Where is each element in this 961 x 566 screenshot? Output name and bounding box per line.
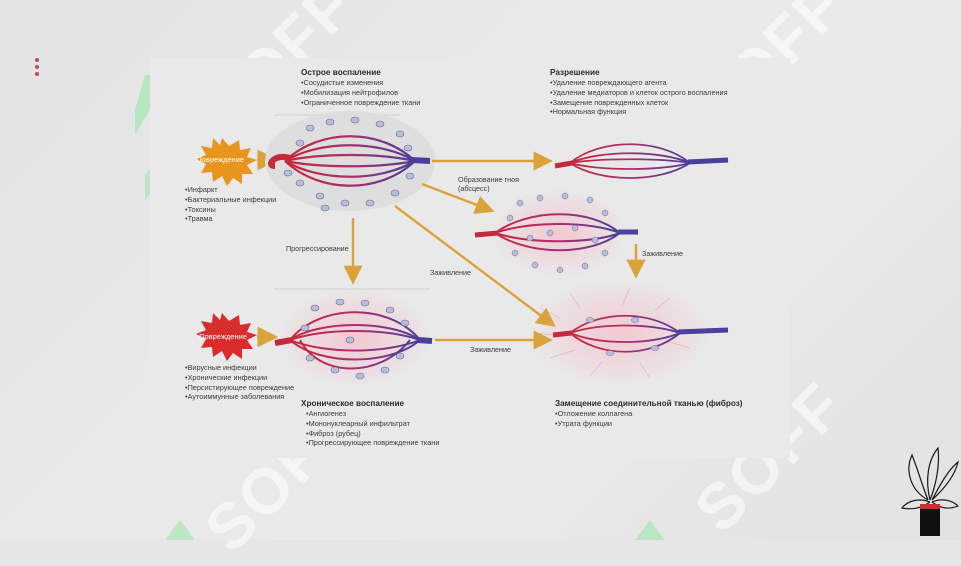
- list-item: Бактериальные инфекции: [185, 195, 277, 205]
- injury-causes-bottom-list: Вирусные инфекции Хронические инфекции П…: [185, 363, 295, 402]
- injury-burst-top-label: Повреждение: [196, 155, 244, 164]
- list-item: Отложение коллагена: [555, 409, 633, 419]
- abscess-label: Образование гноя (абсцесс): [458, 175, 520, 193]
- list-item: Фиброз (рубец): [306, 429, 439, 439]
- acute-inflammation-list: Сосудистые изменения Мобилизация нейтроф…: [301, 78, 421, 108]
- list-item: Персистирующее повреждение: [185, 383, 295, 393]
- healing-right-label: Заживление: [642, 249, 683, 258]
- list-item: Удаление повреждающего агента: [550, 78, 728, 88]
- chronic-inflammation-title: Хроническое воспаление: [301, 399, 405, 408]
- list-item: Прогрессирующее повреждение ткани: [306, 438, 440, 448]
- list-item: Удаление медиаторов и клеток острого вос…: [550, 88, 728, 98]
- slide: SOFF SOFF SOFF SOFF Острое воспаление Со…: [0, 0, 961, 540]
- resolution-list: Удаление повреждающего агента Удаление м…: [550, 78, 728, 117]
- watermark-shape: [635, 520, 665, 540]
- list-item: Хронические инфекции: [185, 373, 294, 383]
- list-item: Ограниченное повреждение ткани: [301, 98, 421, 108]
- list-item: Ангиогенез: [306, 409, 439, 419]
- fibrosis-illustration: [525, 278, 729, 388]
- list-item: Травма: [185, 214, 276, 224]
- arrow-acute-to-fibrosis: [394, 205, 556, 327]
- resolution-title: Разрешение: [550, 68, 600, 77]
- list-item: Мононуклеарный инфильтрат: [306, 419, 439, 429]
- list-item: Инфаркт: [185, 185, 276, 195]
- fibrosis-title: Замещение соединительной тканью (фиброз): [555, 399, 743, 408]
- list-item: Мобилизация нейтрофилов: [301, 88, 420, 98]
- healing-diagonal-label: Заживление: [430, 268, 471, 277]
- list-item: Нормальная функция: [550, 107, 728, 117]
- list-item: Токсины: [185, 205, 276, 215]
- injury-burst-top: [196, 138, 257, 186]
- more-options-icon[interactable]: [33, 58, 41, 78]
- inflammation-diagram: Острое воспаление Сосудистые изменения М…: [150, 58, 790, 458]
- fibrosis-list: Отложение коллагена Утрата функции: [555, 409, 633, 429]
- injury-burst-bottom-label: Повреждение: [199, 332, 247, 341]
- list-item: Утрата функции: [555, 419, 632, 429]
- injury-causes-top-list: Инфаркт Бактериальные инфекции Токсины Т…: [185, 185, 277, 224]
- list-item: Замещение поврежденных клеток: [550, 98, 728, 108]
- watermark-shape: [165, 520, 195, 540]
- plant-logo-icon: [900, 446, 960, 536]
- list-item: Вирусные инфекции: [185, 363, 294, 373]
- acute-inflammation-illustration: [265, 111, 435, 212]
- chronic-inflammation-list: Ангиогенез Мононуклеарный инфильтрат Фиб…: [306, 409, 440, 448]
- resolution-illustration: [554, 143, 729, 179]
- list-item: Аутоиммунные заболевания: [185, 392, 294, 402]
- healing-bottom-label: Заживление: [470, 345, 511, 354]
- injury-burst-bottom: [196, 313, 257, 361]
- acute-inflammation-title: Острое воспаление: [301, 68, 381, 77]
- chronic-inflammation-illustration: [274, 288, 435, 388]
- progression-label: Прогрессирование: [286, 244, 349, 253]
- list-item: Сосудистые изменения: [301, 78, 420, 88]
- abscess-illustration: [474, 188, 638, 278]
